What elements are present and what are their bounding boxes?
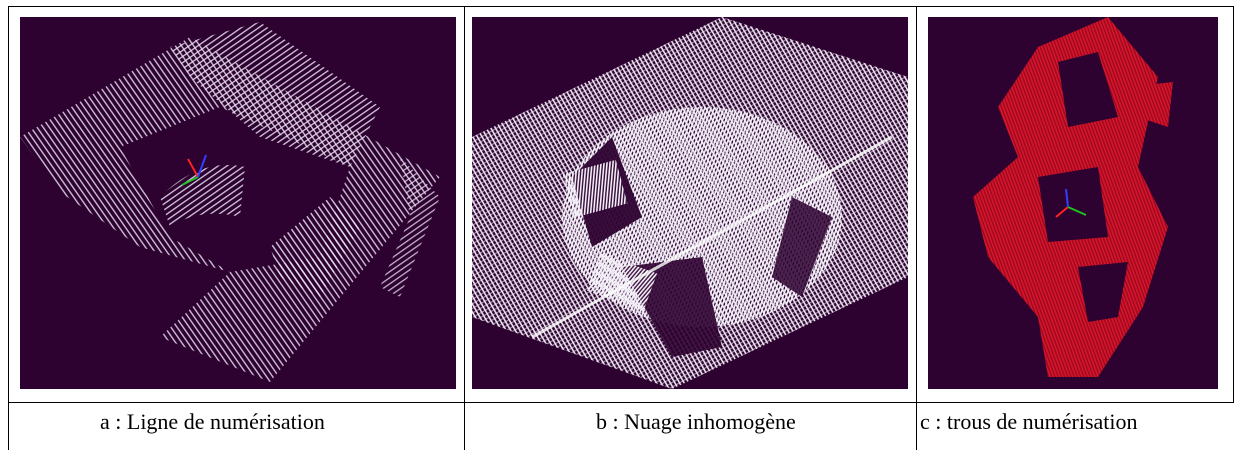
y-axis-indicator	[1067, 206, 1087, 216]
cloud-shadow-right	[772, 197, 832, 297]
scan-hole-top	[1058, 52, 1118, 127]
scan-surface-center	[160, 165, 245, 227]
y-axis-indicator	[181, 176, 199, 186]
panel-c-scan-holes-image	[928, 17, 1218, 389]
column-divider-1	[464, 6, 465, 450]
caption-c: c : trous de numérisation	[920, 409, 1138, 434]
scan-hole-middle	[1038, 167, 1108, 242]
caption-a: a : Ligne de numérisation	[100, 409, 325, 434]
caption-separator	[8, 402, 1234, 403]
scan-hole-lower	[1078, 262, 1128, 322]
z-axis-indicator	[197, 154, 207, 178]
scan-surface-top	[170, 22, 380, 167]
caption-b: b : Nuage inhomogène	[596, 409, 796, 434]
x-axis-indicator	[1055, 206, 1069, 218]
scan-surface-right	[270, 197, 360, 297]
left-border	[8, 6, 9, 450]
red-cloud-flap	[1128, 82, 1173, 127]
cloud-bright-streak	[531, 135, 893, 339]
top-border	[8, 6, 1234, 7]
scan-surface-edge	[380, 157, 440, 297]
panel-b-inhomogeneous-cloud-image	[472, 17, 908, 389]
cloud-block-left	[562, 159, 628, 218]
figure-table: a : Ligne de numérisation	[8, 6, 1234, 450]
panel-a-scan-lines-image	[20, 17, 456, 389]
z-axis-indicator	[1065, 188, 1069, 208]
x-axis-indicator	[187, 158, 199, 178]
column-divider-2	[916, 6, 917, 450]
